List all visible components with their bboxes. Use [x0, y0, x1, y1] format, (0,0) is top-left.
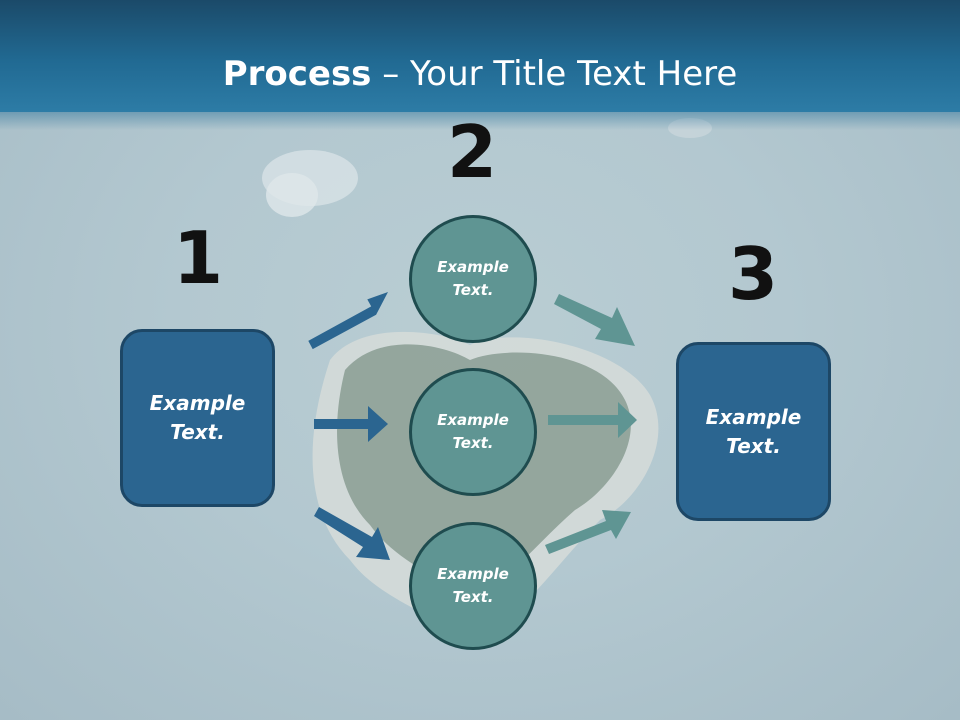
title-rest: – Your Title Text Here [371, 54, 738, 94]
step-number-1: 1 [172, 216, 224, 300]
arrow-right-right [548, 402, 637, 438]
step-number-3: 3 [727, 232, 779, 316]
arrow-down-right-right [554, 294, 635, 346]
title-bold: Process [222, 54, 372, 94]
arrow-down-right-left [314, 507, 390, 560]
arrow-up-right-right [545, 510, 631, 554]
arrow-right-left [314, 406, 388, 442]
slide-title: Process – Your Title Text Here [0, 52, 960, 96]
arrow-up-right-left [308, 292, 388, 350]
title-bar [0, 0, 960, 112]
step-number-2: 2 [446, 110, 498, 194]
title-bar-fade [0, 112, 960, 130]
